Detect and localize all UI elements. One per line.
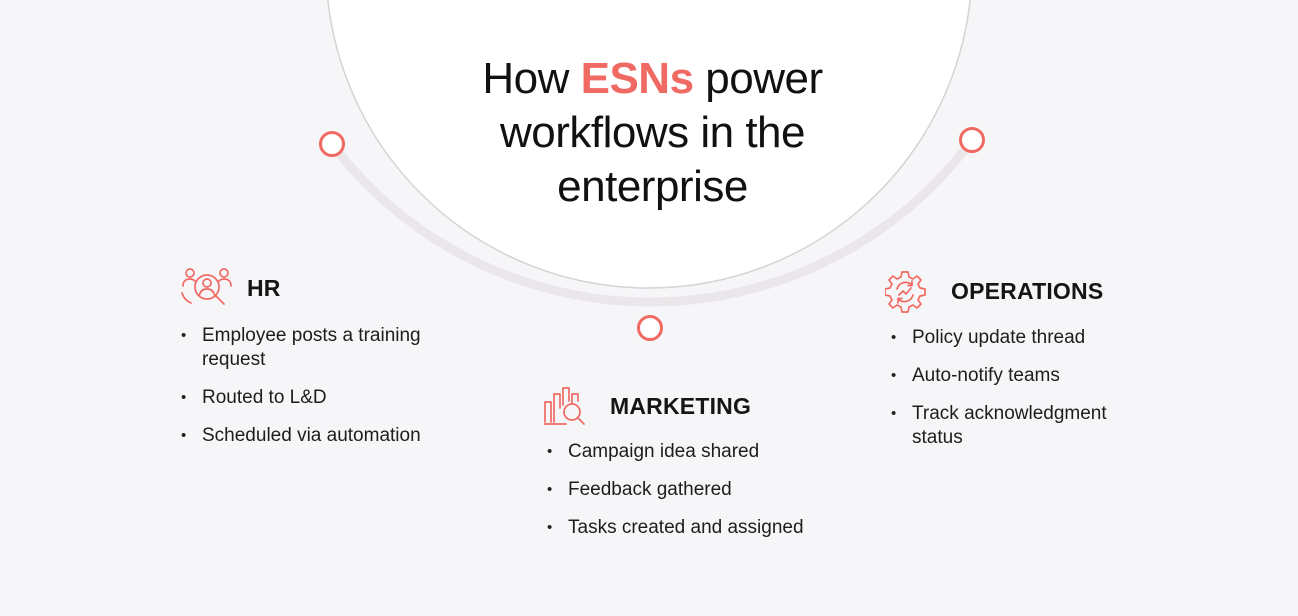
node-ring-hr bbox=[319, 131, 345, 157]
gear-sync-icon bbox=[885, 271, 926, 313]
node-ring-operations bbox=[959, 127, 985, 153]
section-marketing: MARKETING Campaign idea shared Feedback … bbox=[544, 384, 844, 554]
list-item: Routed to L&D bbox=[181, 386, 471, 410]
list-item: Feedback gathered bbox=[547, 478, 844, 502]
section-marketing-list: Campaign idea shared Feedback gathered T… bbox=[547, 440, 844, 540]
title-circle bbox=[327, 0, 971, 289]
people-search-icon bbox=[181, 268, 232, 305]
list-item: Tasks created and assigned bbox=[547, 516, 844, 540]
section-operations: OPERATIONS Policy update thread Auto-not… bbox=[885, 269, 1145, 464]
section-operations-header: OPERATIONS bbox=[885, 269, 1145, 313]
connector-arc bbox=[327, 135, 977, 307]
list-item: Policy update thread bbox=[891, 326, 1145, 350]
list-item: Employee posts a training request bbox=[181, 324, 471, 372]
section-operations-list: Policy update thread Auto-notify teams T… bbox=[891, 326, 1145, 450]
section-hr-list: Employee posts a training request Routed… bbox=[181, 324, 471, 448]
section-hr-header: HR bbox=[181, 266, 471, 310]
section-marketing-title: MARKETING bbox=[610, 392, 752, 419]
list-item: Auto-notify teams bbox=[891, 364, 1145, 388]
title-accent: ESNs bbox=[580, 54, 694, 103]
section-hr-title: HR bbox=[247, 274, 281, 301]
section-hr: HR Employee posts a training request Rou… bbox=[181, 266, 471, 462]
list-item: Scheduled via automation bbox=[181, 424, 471, 448]
section-marketing-header: MARKETING bbox=[544, 384, 844, 428]
section-operations-title: OPERATIONS bbox=[951, 277, 1104, 304]
list-item: Campaign idea shared bbox=[547, 440, 844, 464]
bar-chart-magnifier-icon bbox=[544, 387, 585, 425]
title-after: power workflows in the enterprise bbox=[499, 54, 823, 211]
title-before: How bbox=[482, 54, 581, 103]
page-title: How ESNs power workflows in the enterpri… bbox=[420, 52, 885, 214]
list-item: Track acknowledgment status bbox=[891, 402, 1145, 450]
node-ring-marketing bbox=[637, 315, 663, 341]
